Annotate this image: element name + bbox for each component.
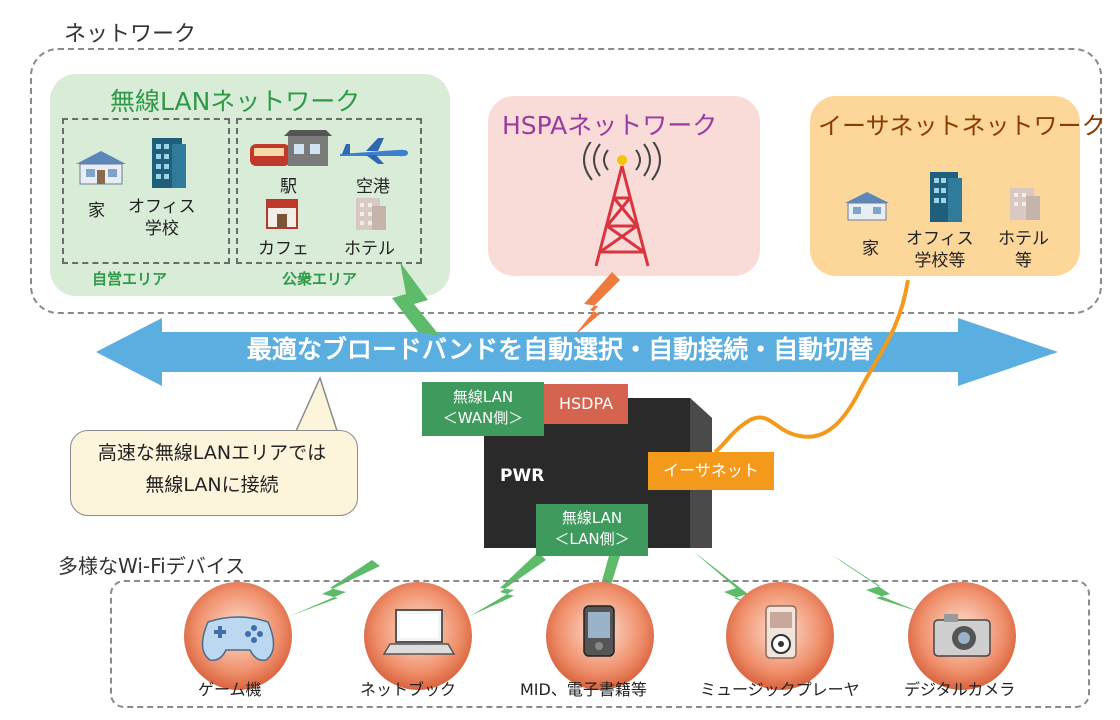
cafe-icon — [266, 199, 298, 229]
main-arrow-label: 最適なブロードバンドを自動選択・自動接続・自動切替 — [246, 335, 874, 364]
eth-hotel-label: ホテル 等 — [998, 229, 1049, 271]
ethernet-network-title: イーサネットネットワーク — [818, 112, 1106, 140]
netbook-icon — [382, 609, 456, 655]
device-label-netbook: ネットブック — [360, 680, 457, 699]
mid-device-icon — [583, 605, 615, 657]
callout-line-1: 高速な無線LANエリアでは — [97, 442, 327, 464]
hotel-icon — [356, 198, 386, 230]
eth-house-icon — [845, 192, 889, 221]
house-icon — [76, 151, 126, 185]
hspa-network-panel — [488, 96, 760, 276]
wlan-home-label: 家 — [88, 201, 105, 221]
public-area-label: 公衆エリア — [282, 270, 358, 288]
private-area-label: 自営エリア — [92, 270, 168, 288]
wlan-network-panel — [50, 74, 450, 296]
hspa-network-title: HSPAネットワーク — [502, 111, 718, 140]
wan-wlan-tag-line-2: ＜WAN側＞ — [442, 409, 524, 427]
wan-wlan-tag: 無線LAN ＜WAN側＞ — [422, 382, 544, 436]
game-controller-icon — [201, 616, 275, 662]
public-area-box — [236, 118, 422, 264]
wlan-network-title: 無線LANネットワーク — [110, 87, 361, 116]
eth-office-school-label: オフィス 学校等 — [906, 229, 974, 271]
ethernet-tag-label: イーサネット — [663, 461, 759, 480]
airport-label: 空港 — [356, 177, 390, 197]
digital-camera-icon — [933, 614, 991, 657]
device-bolt-icon — [290, 560, 380, 616]
lan-wlan-tag: 無線LAN ＜LAN側＞ — [536, 504, 648, 556]
airplane-icon — [340, 138, 408, 164]
ethernet-tag: イーサネット — [648, 452, 774, 490]
callout-line-2: 無線LANに接続 — [145, 474, 279, 496]
device-label-music: ミュージックプレーヤ — [700, 680, 860, 699]
hspa-bolt-icon — [574, 272, 620, 336]
eth-office-icon — [930, 172, 962, 222]
power-label: PWR — [500, 466, 545, 486]
device-label-camera: デジタルカメラ — [904, 680, 1016, 699]
cafe-label: カフェ — [258, 239, 309, 259]
private-area-box — [62, 118, 230, 264]
eth-home-label: 家 — [862, 239, 879, 259]
main-double-arrow — [96, 318, 1058, 386]
device-bolt-icon — [694, 552, 778, 616]
callout-bubble — [70, 430, 358, 516]
lan-wlan-tag-line-1: 無線LAN — [561, 509, 623, 527]
hsdpa-tag-label: HSDPA — [558, 394, 614, 413]
wlan-bolt-icon — [392, 262, 440, 336]
network-title: ネットワーク — [64, 22, 197, 47]
music-player-icon — [765, 605, 797, 659]
network-region — [30, 48, 1102, 314]
wlan-office-school-label: オフィス 学校 — [128, 197, 196, 239]
cell-tower-icon — [583, 142, 661, 267]
station-label: 駅 — [280, 177, 297, 197]
hotel-label: ホテル — [344, 239, 395, 259]
wan-wlan-tag-line-1: 無線LAN — [452, 388, 514, 406]
lan-wlan-tag-line-2: ＜LAN側＞ — [554, 530, 630, 548]
device-label-game: ゲーム機 — [198, 680, 262, 699]
devices-region — [110, 580, 1090, 708]
device-label-mid: MID、電子書籍等 — [520, 680, 647, 699]
device-bolt-icon — [470, 552, 546, 616]
ethernet-cable — [713, 279, 910, 454]
office-building-icon — [152, 138, 186, 188]
eth-hotel-icon — [1010, 188, 1040, 220]
hsdpa-tag: HSDPA — [544, 384, 628, 424]
station-train-icon — [250, 130, 332, 166]
devices-title: 多様なWi-Fiデバイス — [58, 554, 246, 578]
